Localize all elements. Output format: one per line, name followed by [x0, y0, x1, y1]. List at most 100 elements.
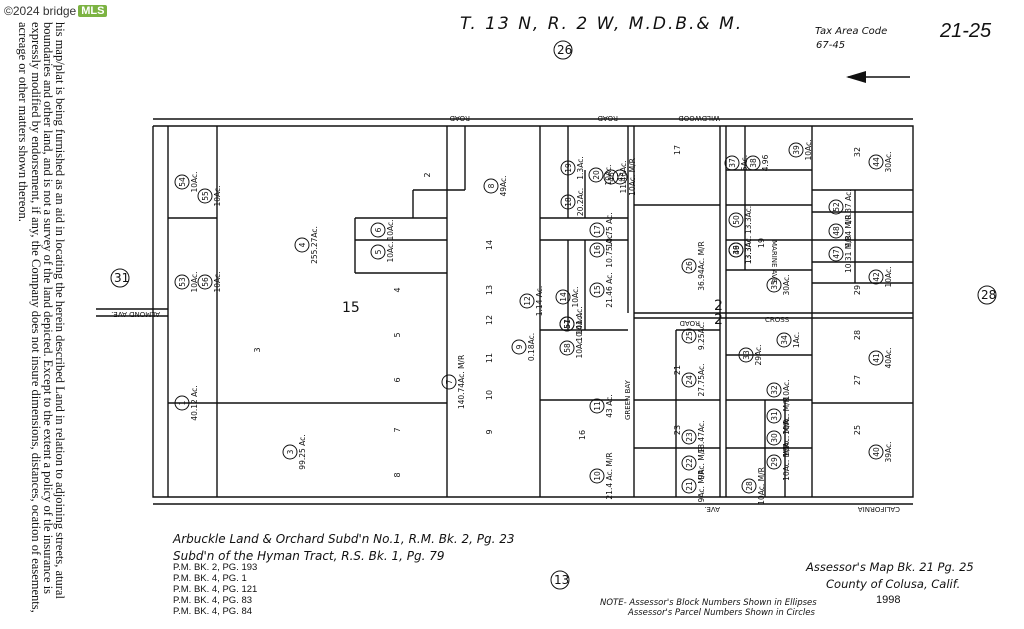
parcel-circle: [681, 478, 697, 494]
parcel-acreage: 1.3Ac.: [576, 156, 585, 179]
road-wildwood-road: ROAD: [598, 114, 618, 122]
parcel-acreage: 4.96: [761, 154, 770, 171]
parcel-acreage: 49Ac.: [499, 175, 508, 196]
parcel-circle: [681, 455, 697, 471]
parcel-circle: [738, 347, 754, 363]
parcel-number: 47: [832, 249, 841, 259]
section-circle: [550, 570, 570, 590]
parcel-acreage: 99.25 Ac.: [298, 434, 307, 469]
parcel-number: 38: [749, 158, 758, 168]
parcel-circle: [559, 340, 575, 356]
parcel-number: 53: [178, 277, 187, 287]
parcel-number: 55: [201, 191, 210, 201]
parcel-circle: [681, 372, 697, 388]
parcel-circle: [724, 155, 740, 171]
map-year: 1998: [876, 594, 901, 606]
parcel-circle: [728, 212, 744, 228]
block-number: 9: [485, 429, 494, 434]
mls-watermark: ©2024 bridge MLS: [4, 4, 108, 18]
parcel-number: 37: [728, 158, 737, 168]
section-south: 13: [554, 573, 569, 587]
parcel-acreage: 10Ac.: [782, 379, 791, 400]
block-number: 21: [673, 365, 682, 375]
parcel-number: 57: [563, 319, 572, 329]
parcel-acreage: 1.14 Ac.: [535, 286, 544, 317]
parcel-acreage: 255.27Ac.: [310, 226, 319, 264]
parcel-acreage: 10.37 Ac.: [844, 189, 853, 224]
block-number: 3: [253, 347, 262, 352]
parcel-circle: [197, 188, 213, 204]
parcel-number: 8: [487, 183, 496, 188]
road-cross: CROSS: [765, 316, 790, 324]
parcel-number: 56: [201, 277, 210, 287]
parcel-acreage: 30Ac.: [884, 151, 893, 172]
section-center: 15: [342, 300, 360, 316]
parcel-number: 28: [745, 481, 754, 491]
road-almond: ALMOND AVE.: [111, 310, 160, 318]
parcel-acreage: 29Ac.: [754, 344, 763, 365]
parcel-circle: [197, 274, 213, 290]
parcel-circle: [560, 160, 576, 176]
parcel-circle: [560, 194, 576, 210]
parcel-number: 36: [732, 245, 741, 255]
parcel-number: 40: [872, 447, 881, 457]
block-number: 27: [853, 375, 862, 385]
map-page-code: 21-25: [940, 20, 992, 42]
note-line-2: Assessor's Parcel Numbers Shown in Circl…: [628, 608, 815, 618]
parcel-acreage: 10Ac.: [386, 219, 395, 240]
parcel-acreage: 20.2Ac.: [576, 188, 585, 216]
section-east: 28: [981, 288, 996, 302]
pm-ref: P.M. BK. 4, PG. 121: [173, 584, 258, 595]
section-west: 31: [114, 271, 129, 285]
parcel-acreage: 13.3Ac.: [744, 236, 753, 264]
parcel-acreage: 10Ac.: [386, 241, 395, 262]
parcel-number: 31: [770, 411, 779, 421]
parcel-acreage: 18.47Ac.: [697, 421, 706, 454]
parcel-circle: [370, 244, 386, 260]
parcel-acreage: 13.3Ac.: [744, 206, 753, 234]
parcel-acreage: 40Ac.: [884, 347, 893, 368]
parcel-circle: [511, 339, 527, 355]
parcel-acreage: 10Ac.: [213, 185, 222, 206]
parcel-number: 54: [178, 177, 187, 187]
road-mark: 2: [714, 312, 723, 328]
parcel-number: 25: [685, 331, 694, 341]
section-circle: [110, 268, 130, 288]
mls-badge: MLS: [78, 5, 108, 17]
subdivision-ref-2: Subd'n of the Hyman Tract, R.S. Bk. 1, P…: [173, 549, 445, 563]
block-number: 17: [673, 145, 682, 155]
parcel-number: 18: [564, 197, 573, 207]
parcel-acreage: 10.31 M/R: [844, 235, 853, 273]
parcel-number: 46: [607, 172, 616, 182]
parcel-number: 20: [592, 170, 601, 180]
parcel-number: 7: [445, 379, 454, 384]
block-number: 5: [393, 332, 402, 337]
parcel-acreage: 30Ac.: [782, 274, 791, 295]
parcel-number: 16: [593, 245, 602, 255]
watermark-text: ©2024 bridge: [4, 4, 77, 18]
section-north: 26: [557, 43, 572, 57]
parcel-number: 24: [685, 375, 694, 385]
parcel-acreage: 10Ac. M/R: [782, 443, 791, 481]
parcel-number: 23: [685, 432, 694, 442]
parcel-acreage: 10Ac. M/R: [757, 467, 766, 505]
parcel-acreage: 10Ac.: [604, 164, 613, 185]
parcel-number: 10: [593, 471, 602, 481]
parcel-acreage: 10.75 Ac.: [605, 212, 614, 247]
road-green-bay: GREEN BAY: [624, 379, 632, 420]
tax-area-label: Tax Area Code: [815, 26, 888, 37]
parcel-circle: [681, 258, 697, 274]
parcel-number: 44: [872, 157, 881, 167]
block-number: 8: [393, 472, 402, 477]
parcel-circle: [589, 242, 605, 258]
block-number: 11: [485, 353, 494, 363]
block-number: 14: [485, 240, 494, 250]
parcel-circle: [766, 277, 782, 293]
parcel-number: 58: [563, 343, 572, 353]
parcel-acreage: 10Ac.: [571, 286, 580, 307]
block-number: 13: [485, 285, 494, 295]
parcel-acreage: 10Ac. M/R: [782, 397, 791, 435]
parcel-number: 33: [742, 350, 751, 360]
parcel-acreage: 21.4 Ac. M/R: [605, 452, 614, 499]
parcel-circle: [282, 444, 298, 460]
